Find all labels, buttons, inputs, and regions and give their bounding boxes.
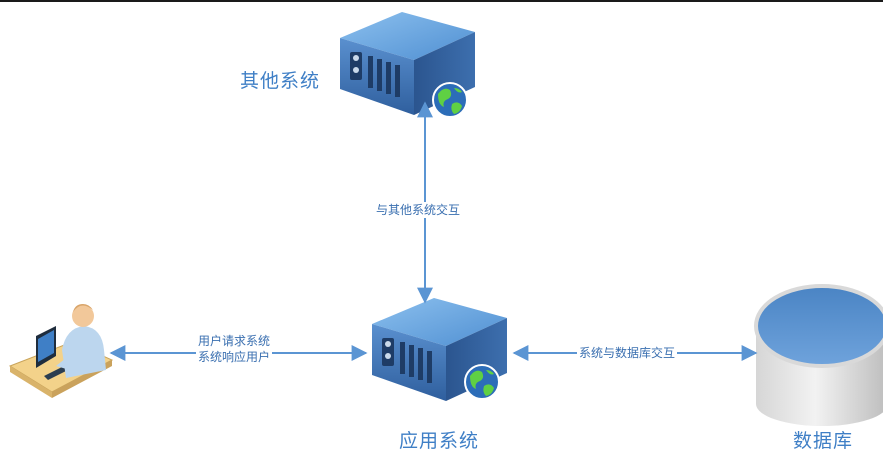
app-system-server-icon (372, 298, 507, 401)
globe-icon (432, 82, 468, 118)
user-computer-icon (8, 304, 114, 398)
other-system-server-icon (340, 12, 475, 118)
edge-label-app-db: 系统与数据库交互 (577, 345, 678, 361)
edge-label-user-request: 用户请求系统 (198, 334, 271, 348)
database-cylinder-icon (754, 284, 883, 426)
globe-icon (464, 364, 500, 400)
edge-label-app-other: 与其他系统交互 (374, 202, 463, 218)
edge-label-system-response: 系统响应用户 (198, 350, 271, 364)
edge-label-user-app: 用户请求系统 系统响应用户 (196, 333, 273, 365)
other-system-label: 其他系统 (240, 70, 321, 92)
app-system-label: 应用系统 (399, 430, 480, 452)
database-label: 数据库 (793, 430, 854, 452)
top-rule (0, 0, 883, 2)
